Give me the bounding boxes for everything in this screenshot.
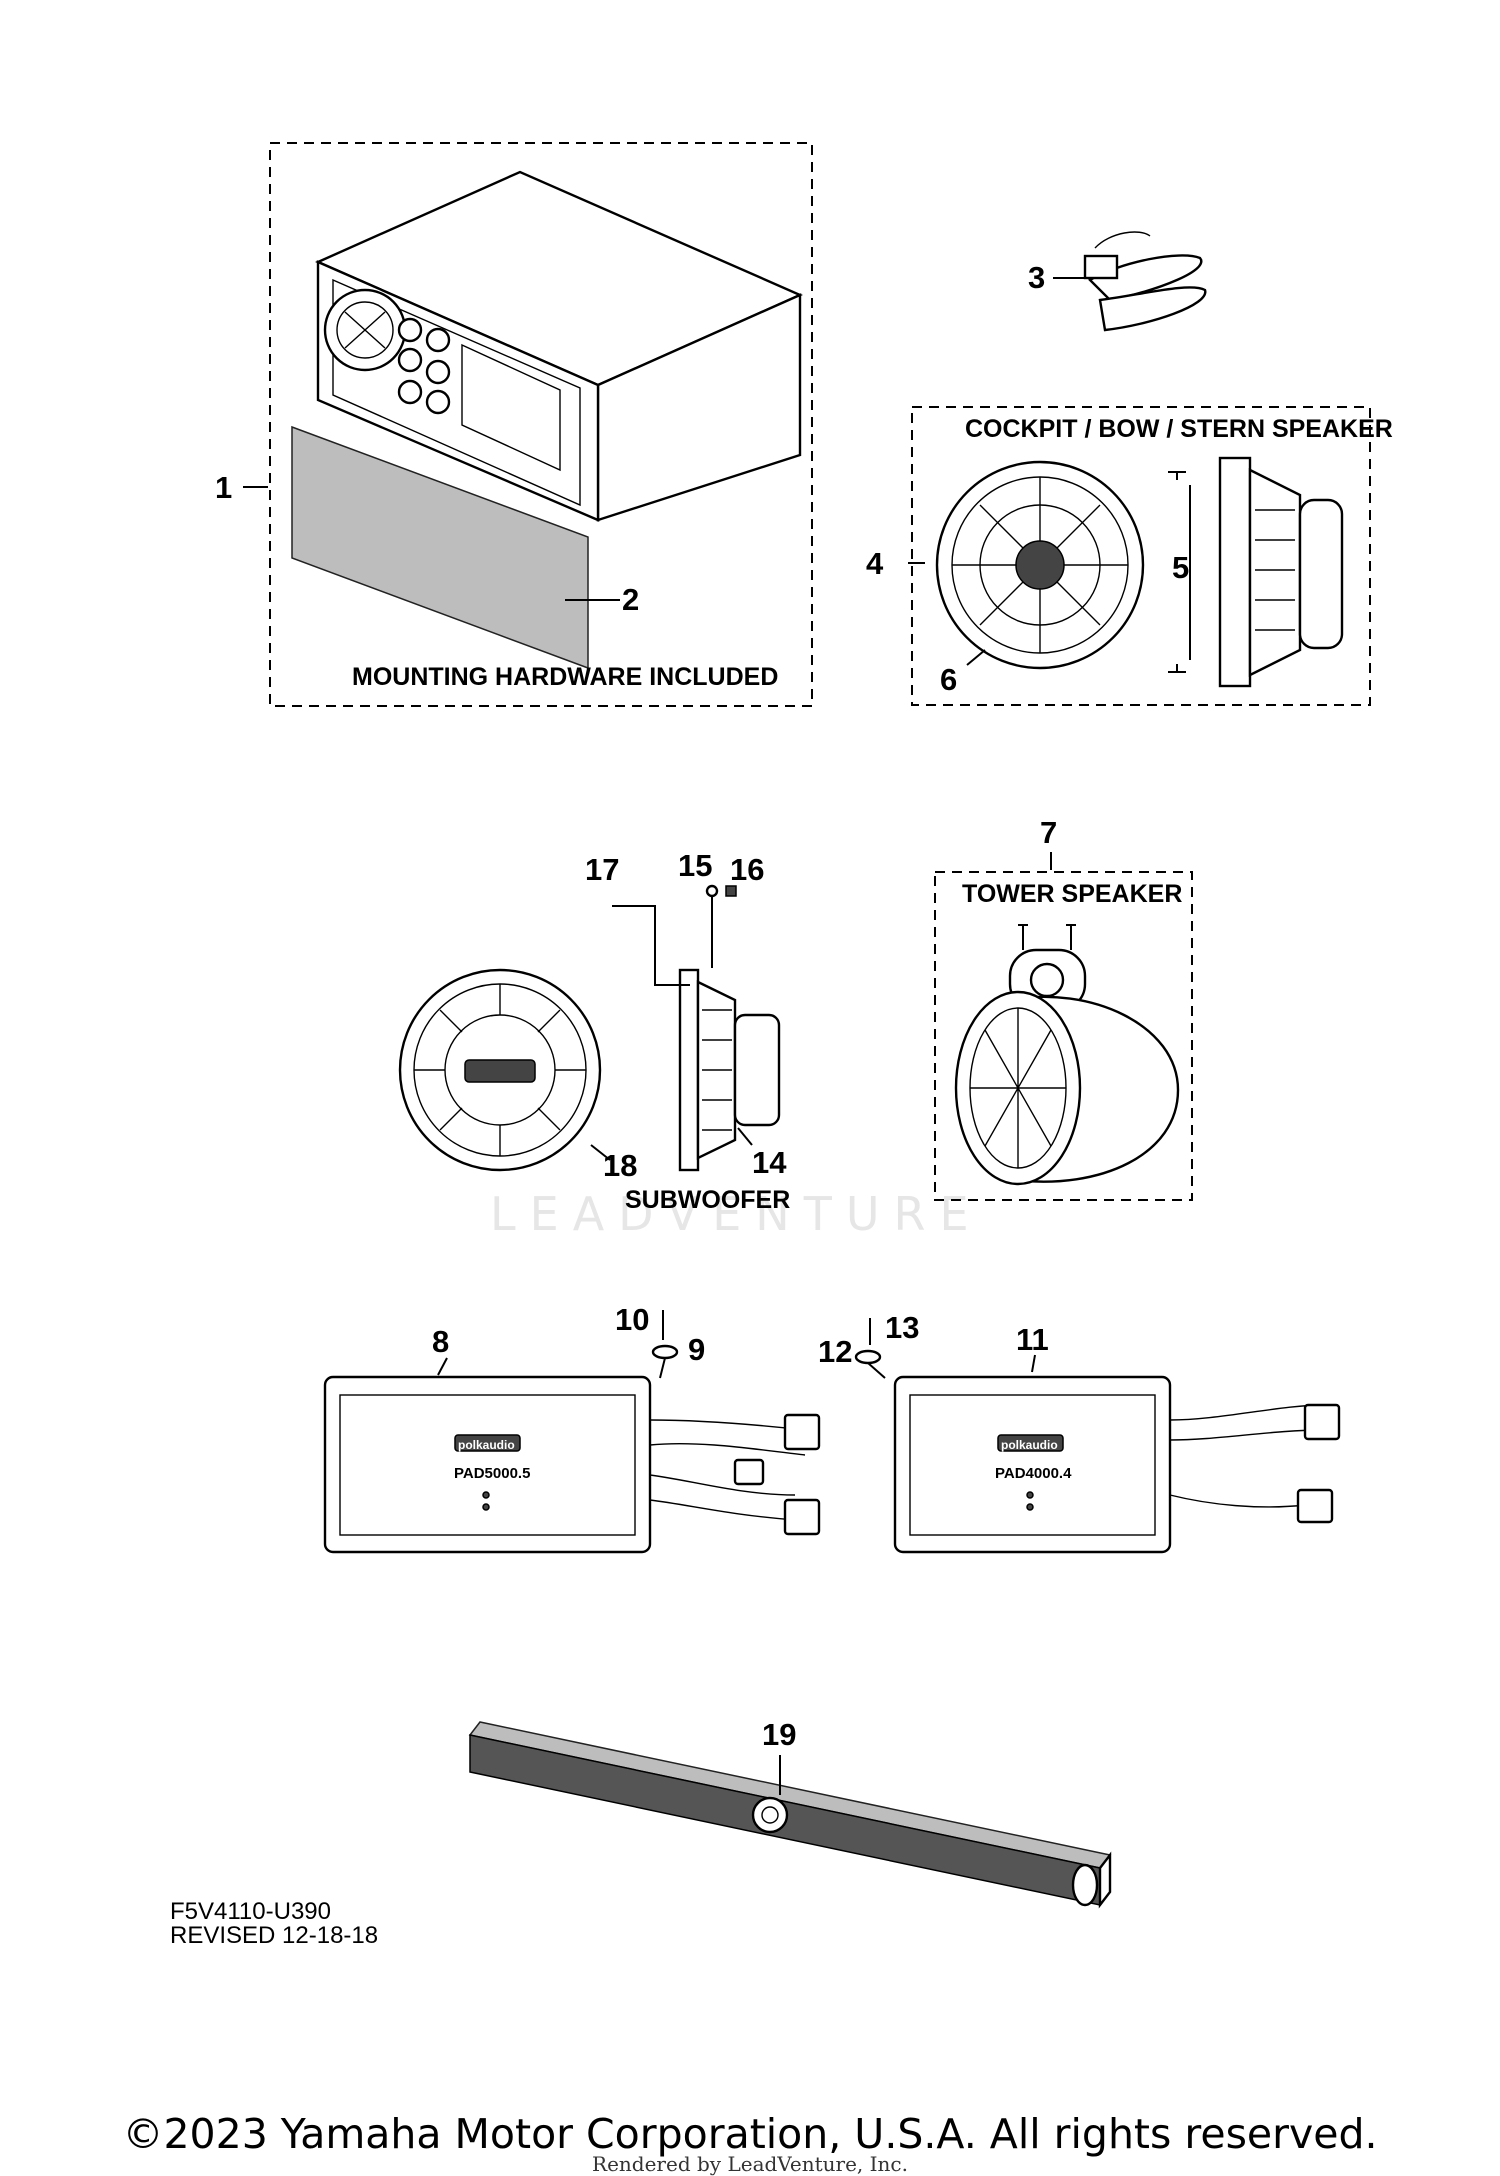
callout-4: 4 (866, 546, 884, 581)
leader-line-6 (966, 649, 986, 666)
callout-11: 11 (1016, 1322, 1049, 1357)
callout-3: 3 (1028, 260, 1045, 295)
tower-speaker-kit-box (934, 871, 1193, 1201)
washer-12[interactable] (854, 1349, 882, 1365)
subwoofer-driver[interactable] (678, 968, 781, 1172)
callout-8: 8 (432, 1324, 449, 1359)
tower-speaker-pod[interactable] (954, 924, 1180, 1186)
callout-7: 7 (1040, 815, 1057, 850)
nut-16[interactable] (725, 885, 737, 897)
washer-15[interactable] (705, 884, 719, 898)
leader-line-9 (659, 1357, 666, 1379)
callout-6: 6 (940, 662, 957, 697)
cockpit-speaker-driver[interactable] (1218, 456, 1344, 688)
callout-14: 14 (752, 1145, 787, 1180)
leader-line-14 (737, 1127, 753, 1146)
callout-9: 9 (688, 1332, 705, 1367)
leader-line-17 (620, 905, 690, 986)
revision-date: REVISED 12-18-18 (170, 1922, 379, 1949)
cockpit-speaker-caption: COCKPIT / BOW / STERN SPEAKER (965, 415, 1393, 443)
callout-15: 15 (678, 848, 712, 883)
callout-19: 19 (762, 1717, 796, 1752)
leader-line-8 (437, 1357, 448, 1376)
callout-12: 12 (818, 1334, 852, 1369)
amp-right-model: PAD4000.4 (995, 1465, 1072, 1482)
drawing-code: F5V4110-U390 (170, 1898, 331, 1925)
amplifier-5-channel[interactable] (323, 1375, 821, 1554)
leader-line-11 (1031, 1354, 1036, 1373)
callout-17: 17 (585, 852, 619, 887)
head-unit-kit-box (269, 142, 813, 707)
amp-left-brand: polkaudio (458, 1438, 515, 1452)
amp-left-model: PAD5000.5 (454, 1465, 530, 1482)
cockpit-speaker-kit-box (911, 406, 1371, 706)
mounting-gasket[interactable] (291, 425, 589, 670)
subwoofer-grille[interactable] (398, 968, 602, 1172)
cockpit-speaker-grille[interactable] (935, 460, 1145, 670)
speaker-screws[interactable] (1168, 471, 1191, 673)
leader-line-12 (867, 1362, 886, 1379)
watermark-text: LEADVENTURE (490, 1187, 983, 1241)
amp-right-brand: polkaudio (1001, 1438, 1058, 1452)
copyright-notice: ©2023 Yamaha Motor Corporation, U.S.A. A… (122, 2110, 1378, 2158)
sound-bar[interactable] (468, 1721, 1112, 1909)
callout-1: 1 (215, 470, 232, 505)
washer-9[interactable] (651, 1344, 679, 1360)
mounting-hardware-caption: MOUNTING HARDWARE INCLUDED (352, 663, 778, 691)
callout-18: 18 (603, 1148, 637, 1183)
tower-speaker-caption: TOWER SPEAKER (962, 880, 1182, 908)
stereo-head-unit[interactable] (315, 170, 803, 522)
leader-line-18 (590, 1144, 611, 1161)
callout-5: 5 (1172, 550, 1189, 585)
subwoofer-caption: SUBWOOFER (625, 1186, 790, 1214)
callout-2: 2 (622, 582, 639, 617)
callout-10: 10 (615, 1302, 649, 1337)
wiring-harness-clip[interactable] (1083, 231, 1207, 332)
rendered-by-notice: Rendered by LeadVenture, Inc. (592, 2152, 908, 2176)
callout-16: 16 (730, 852, 764, 887)
callout-13: 13 (885, 1310, 919, 1345)
amplifier-4-channel[interactable] (893, 1375, 1341, 1554)
